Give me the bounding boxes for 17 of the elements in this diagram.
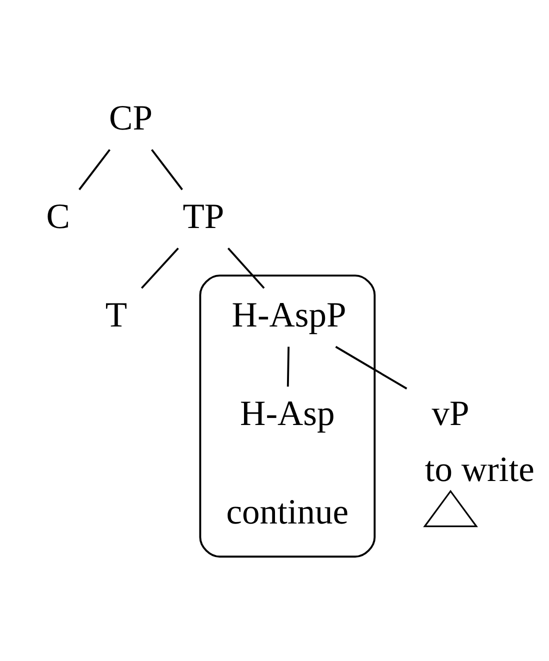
connector [78,149,110,190]
node-triangle [423,490,478,528]
node-text: continue [226,492,349,532]
connector [335,346,408,390]
node-text: H-Asp [240,393,335,434]
node-text: H-AspP [232,294,346,335]
connector [286,346,290,387]
connector [227,248,265,289]
cluster [199,274,376,558]
node-text: C [46,196,70,236]
node-text: TP [182,196,224,236]
connector [151,149,183,190]
node-text: T [105,294,128,335]
node-text: vP [432,393,470,434]
connector [140,248,179,289]
node-text: CP [109,98,152,138]
node-label: to write [424,448,534,489]
